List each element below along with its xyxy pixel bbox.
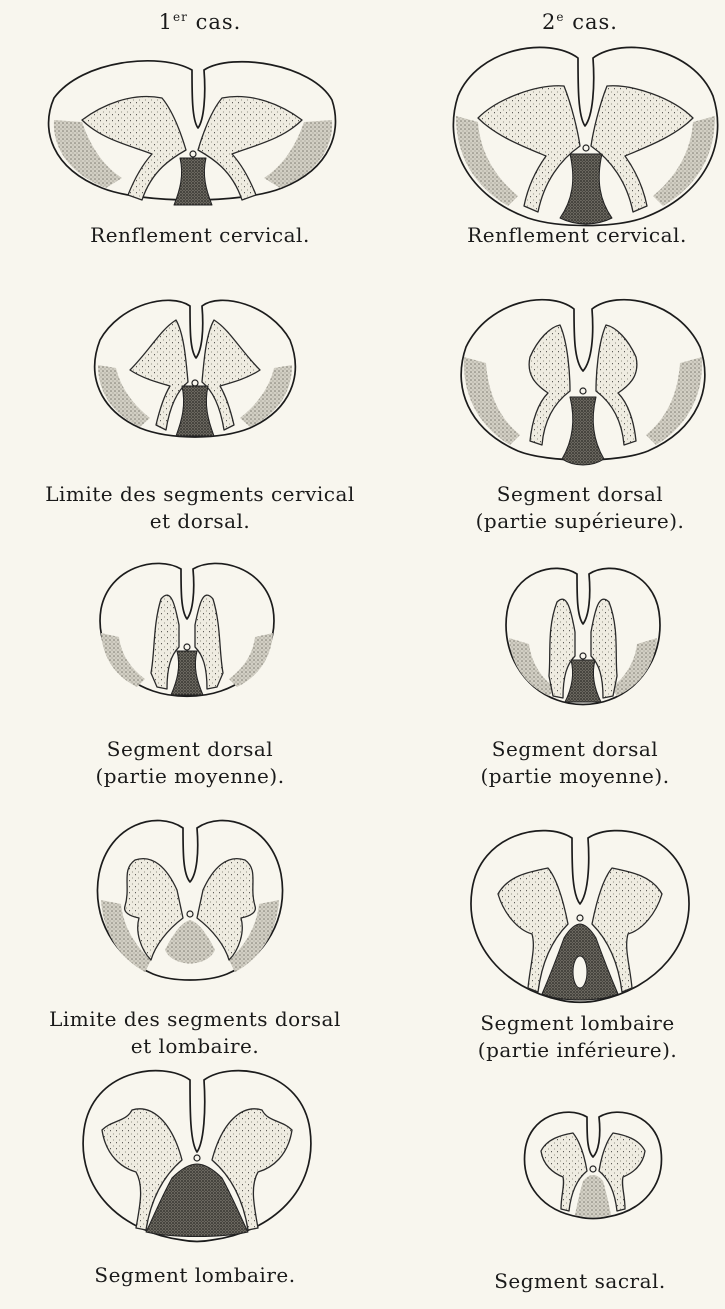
caption-line: (partie moyenne).: [440, 763, 710, 790]
caption-line: Segment dorsal: [440, 736, 710, 763]
caption-line: Segment dorsal: [440, 481, 720, 508]
cord-section-c2-dorsal-upper: [458, 287, 708, 467]
cord-section-c2-dorsal-mid: [505, 560, 660, 708]
caption-c2-4: Segment lombaire (partie inférieure).: [440, 1010, 715, 1064]
caption-line: (partie inférieure).: [440, 1037, 715, 1064]
caption-line: Segment lombaire.: [45, 1262, 345, 1289]
cord-section-c1-dorso-lumbar: [95, 810, 285, 985]
caption-c1-5: Segment lombaire.: [45, 1262, 345, 1289]
caption-c1-2: Limite des segments cervical et dorsal.: [5, 481, 395, 535]
caption-line: Renflement cervical.: [45, 222, 355, 249]
caption-line: Segment dorsal: [45, 736, 335, 763]
cord-section-c2-cervical: [448, 36, 723, 231]
header-text: cas.: [572, 10, 618, 34]
caption-c1-3: Segment dorsal (partie moyenne).: [45, 736, 335, 790]
caption-line: Renflement cervical.: [432, 222, 722, 249]
header-superscript: e: [556, 10, 564, 24]
caption-line: Segment sacral.: [450, 1268, 710, 1295]
caption-line: (partie moyenne).: [45, 763, 335, 790]
caption-c2-1: Renflement cervical.: [432, 222, 722, 249]
cord-section-c1-cervico-dorsal: [90, 290, 300, 440]
caption-line: (partie supérieure).: [440, 508, 720, 535]
header-number: 1: [159, 10, 173, 34]
caption-line: Segment lombaire: [440, 1010, 715, 1037]
caption-c1-1: Renflement cervical.: [45, 222, 355, 249]
column-header-case-1: 1er cas.: [110, 10, 290, 34]
cord-section-c1-cervical: [42, 50, 352, 210]
header-number: 2: [542, 10, 556, 34]
caption-line: Limite des segments dorsal: [5, 1006, 385, 1033]
caption-line: Limite des segments cervical: [5, 481, 395, 508]
cord-section-c2-lumbar-lower: [468, 820, 693, 1005]
caption-line: et dorsal.: [5, 508, 395, 535]
cord-section-c2-sacral: [523, 1105, 663, 1220]
header-superscript: er: [173, 10, 188, 24]
cord-section-c1-lumbar: [82, 1060, 312, 1245]
cord-section-c1-dorsal-mid: [97, 555, 277, 700]
caption-c2-5: Segment sacral.: [450, 1268, 710, 1295]
caption-c2-2: Segment dorsal (partie supérieure).: [440, 481, 720, 535]
header-text: cas.: [196, 10, 242, 34]
caption-c1-4: Limite des segments dorsal et lombaire.: [5, 1006, 385, 1060]
caption-c2-3: Segment dorsal (partie moyenne).: [440, 736, 710, 790]
caption-line: et lombaire.: [5, 1033, 385, 1060]
column-header-case-2: 2e cas.: [490, 10, 670, 34]
